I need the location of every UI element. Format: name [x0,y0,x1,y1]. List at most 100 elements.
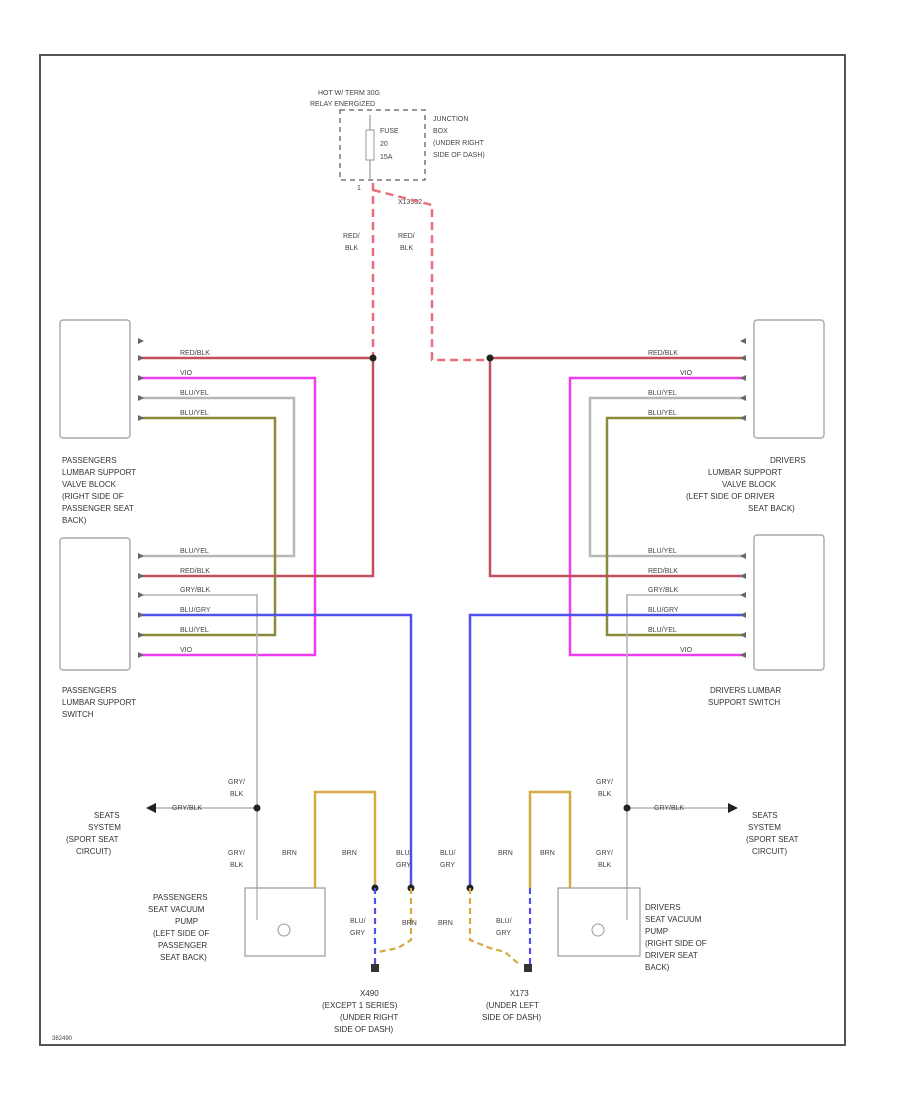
right-brn-lower: BRN [438,920,453,927]
left-switch-wire-1: BLU/YEL [180,548,209,555]
fuse-label-2: 20 [380,141,388,148]
left-valve-wire-2: VIO [180,370,193,377]
right-blu-gry-2: GRY [440,862,455,869]
jbox-label-2: BOX [433,128,448,135]
left-gry-splice [253,804,261,812]
left-switch-wire-2: RED/BLK [180,568,210,575]
splice-label: X13552 [398,199,422,206]
left-vio-loop [138,376,317,657]
right-red-blk-switch [488,358,746,578]
driver-valve-label-2: LUMBAR SUPPORT [708,468,782,477]
relay-title-line-2: RELAY ENERGIZED [310,101,375,108]
left-gry-blk-lower-1: GRY/ [228,850,245,857]
left-ground-label-3: (UNDER RIGHT [340,1013,398,1022]
passenger-pump-label-2: SEAT VACUUM [148,905,205,914]
right-gry-blk-lower-2: BLK [598,862,612,869]
left-brn-b: BRN [342,850,357,857]
right-switch-wire-4: BLU/GRY [648,607,679,614]
right-lower: GRY/ BLK GRY/BLK SEATS SYSTEM (SPORT SEA… [438,779,799,1022]
left-ground-label-1: X490 [360,989,379,998]
left-arrow-head [146,803,156,813]
left-switch-wire-6: VIO [180,647,193,654]
left-seats-label-2: SYSTEM [88,823,121,832]
driver-lumbar-switch [753,534,825,671]
passenger-pump-label-3: PUMP [175,917,198,926]
left-brn-a: BRN [282,850,297,857]
left-valve-wire-1: RED/BLK [180,350,210,357]
right-valve-wire-1: RED/BLK [648,350,678,357]
left-brn-lower: BRN [402,920,417,927]
feed-wire-left-label-2: BLK [345,245,359,252]
right-wires [468,356,746,890]
right-blu-gry-lower-1: BLU/ [496,918,512,925]
driver-pump-label-5: DRIVER SEAT [645,951,698,960]
right-component-labels: DRIVERS LUMBAR SUPPORT VALVE BLOCK (LEFT… [686,456,806,707]
left-arrow-wire-label: GRY/BLK [172,805,203,812]
right-gry-blk [626,594,746,890]
driver-pump-label-4: (RIGHT SIDE OF [645,939,707,948]
left-red-blk-switch [138,358,375,578]
fuse-label-3: 15A [380,154,393,161]
left-lower: GRY/ BLK GRY/BLK SEATS SYSTEM (SPORT SEA… [66,779,417,1034]
right-seats-label-2: SYSTEM [748,823,781,832]
left-seats-label-1: SEATS [94,811,120,820]
right-vio-loop [568,376,746,657]
right-valve-wire-3: BLU/YEL [648,390,677,397]
jbox-label-4: SIDE OF DASH) [433,152,485,159]
right-switch-wire-2: RED/BLK [648,568,678,575]
left-blu-gry-lower-2: GRY [350,930,365,937]
left-switch-wire-4: BLU/GRY [180,607,211,614]
left-gry-blk-upper-1: GRY/ [228,779,245,786]
left-brn-dashed [377,888,413,954]
driver-valve-block [753,319,825,439]
driver-switch-label-1: DRIVERS LUMBAR [710,686,781,695]
feed-wire-right-label-2: BLK [400,245,414,252]
driver-pump-label-2: SEAT VACUUM [645,915,702,924]
jbox-label-1: JUNCTION [433,116,468,123]
passenger-pump-label-6: SEAT BACK) [160,953,207,962]
passenger-valve-label-3: VALVE BLOCK [62,480,117,489]
left-blu-gry [138,613,413,888]
diagram-code: 382490 [52,1036,73,1042]
passenger-vacuum-pump [244,887,326,957]
passenger-switch-label-2: LUMBAR SUPPORT [62,698,136,707]
right-pump-motor [591,923,605,937]
left-ground-point [371,964,379,972]
left-blu-yel-olive [138,416,277,637]
right-valve-wire-2: VIO [680,370,693,377]
right-seats-label-1: SEATS [752,811,778,820]
junction-box-outline [339,109,426,181]
driver-pump-label-6: BACK) [645,963,670,972]
fuse-pin: 1 [357,185,361,192]
right-splice-dot [486,354,494,362]
right-blu-yel-olive [605,416,746,637]
left-wire-labels: RED/BLK VIO BLU/YEL BLU/YEL BLU/YEL RED/… [180,350,211,654]
left-pins [138,338,144,658]
passenger-valve-label-2: LUMBAR SUPPORT [62,468,136,477]
diagram-frame [39,54,846,1046]
passenger-valve-label-5: PASSENGER SEAT [62,504,134,513]
right-seats-label-3: (SPORT SEAT [746,835,799,844]
left-components [59,319,131,671]
right-ground-label-3: SIDE OF DASH) [482,1013,541,1022]
fuse-label-1: FUSE [380,128,399,135]
right-gry-splice [623,804,631,812]
driver-vacuum-pump [557,887,641,957]
right-ground-label-1: X173 [510,989,529,998]
jbox-label-3: (UNDER RIGHT [433,140,485,147]
right-blu-gry [468,613,746,888]
passenger-valve-block [59,319,131,439]
passenger-switch-label-1: PASSENGERS [62,686,117,695]
passenger-pump-label-1: PASSENGERS [153,893,208,902]
right-switch-wire-5: BLU/YEL [648,627,677,634]
left-valve-wire-4: BLU/YEL [180,410,209,417]
right-wire-labels: RED/BLK VIO BLU/YEL BLU/YEL BLU/YEL RED/… [648,350,693,654]
driver-valve-label-3: VALVE BLOCK [722,480,777,489]
relay-title-line-1: HOT W/ TERM 30G [318,90,380,97]
left-seats-label-4: CIRCUIT) [76,847,111,856]
right-blu-gry-lower-2: GRY [496,930,511,937]
passenger-valve-label-6: BACK) [62,516,87,525]
passenger-switch-label-3: SWITCH [62,710,94,719]
driver-valve-label-5: SEAT BACK) [748,504,795,513]
passenger-valve-label-1: PASSENGERS [62,456,117,465]
